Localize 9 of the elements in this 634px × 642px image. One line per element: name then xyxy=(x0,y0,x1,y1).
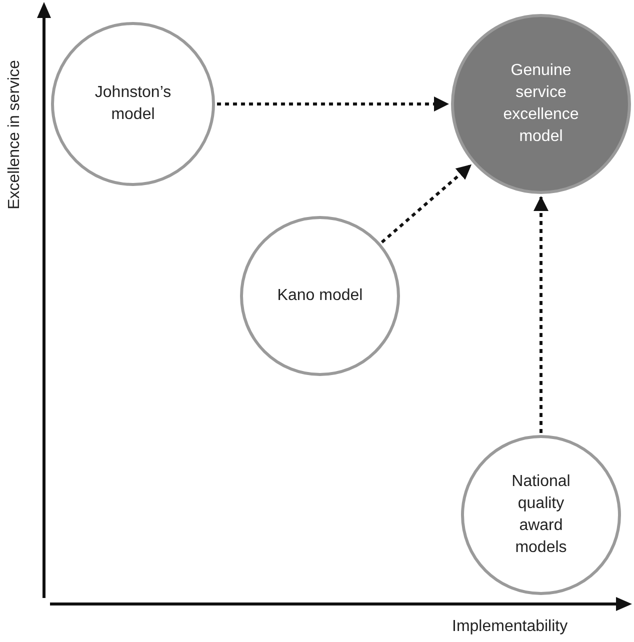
node-label: Genuine service excellence model xyxy=(502,61,580,147)
arrow xyxy=(380,163,473,244)
node-label: Johnston’s model xyxy=(94,83,172,125)
arrow xyxy=(534,196,548,433)
arrow xyxy=(217,96,449,112)
axis-label: Excellence in service xyxy=(6,60,24,210)
axis-label: Implementability xyxy=(452,618,568,636)
node-label: Kano model xyxy=(276,286,364,306)
node-label: National quality award models xyxy=(510,472,572,558)
